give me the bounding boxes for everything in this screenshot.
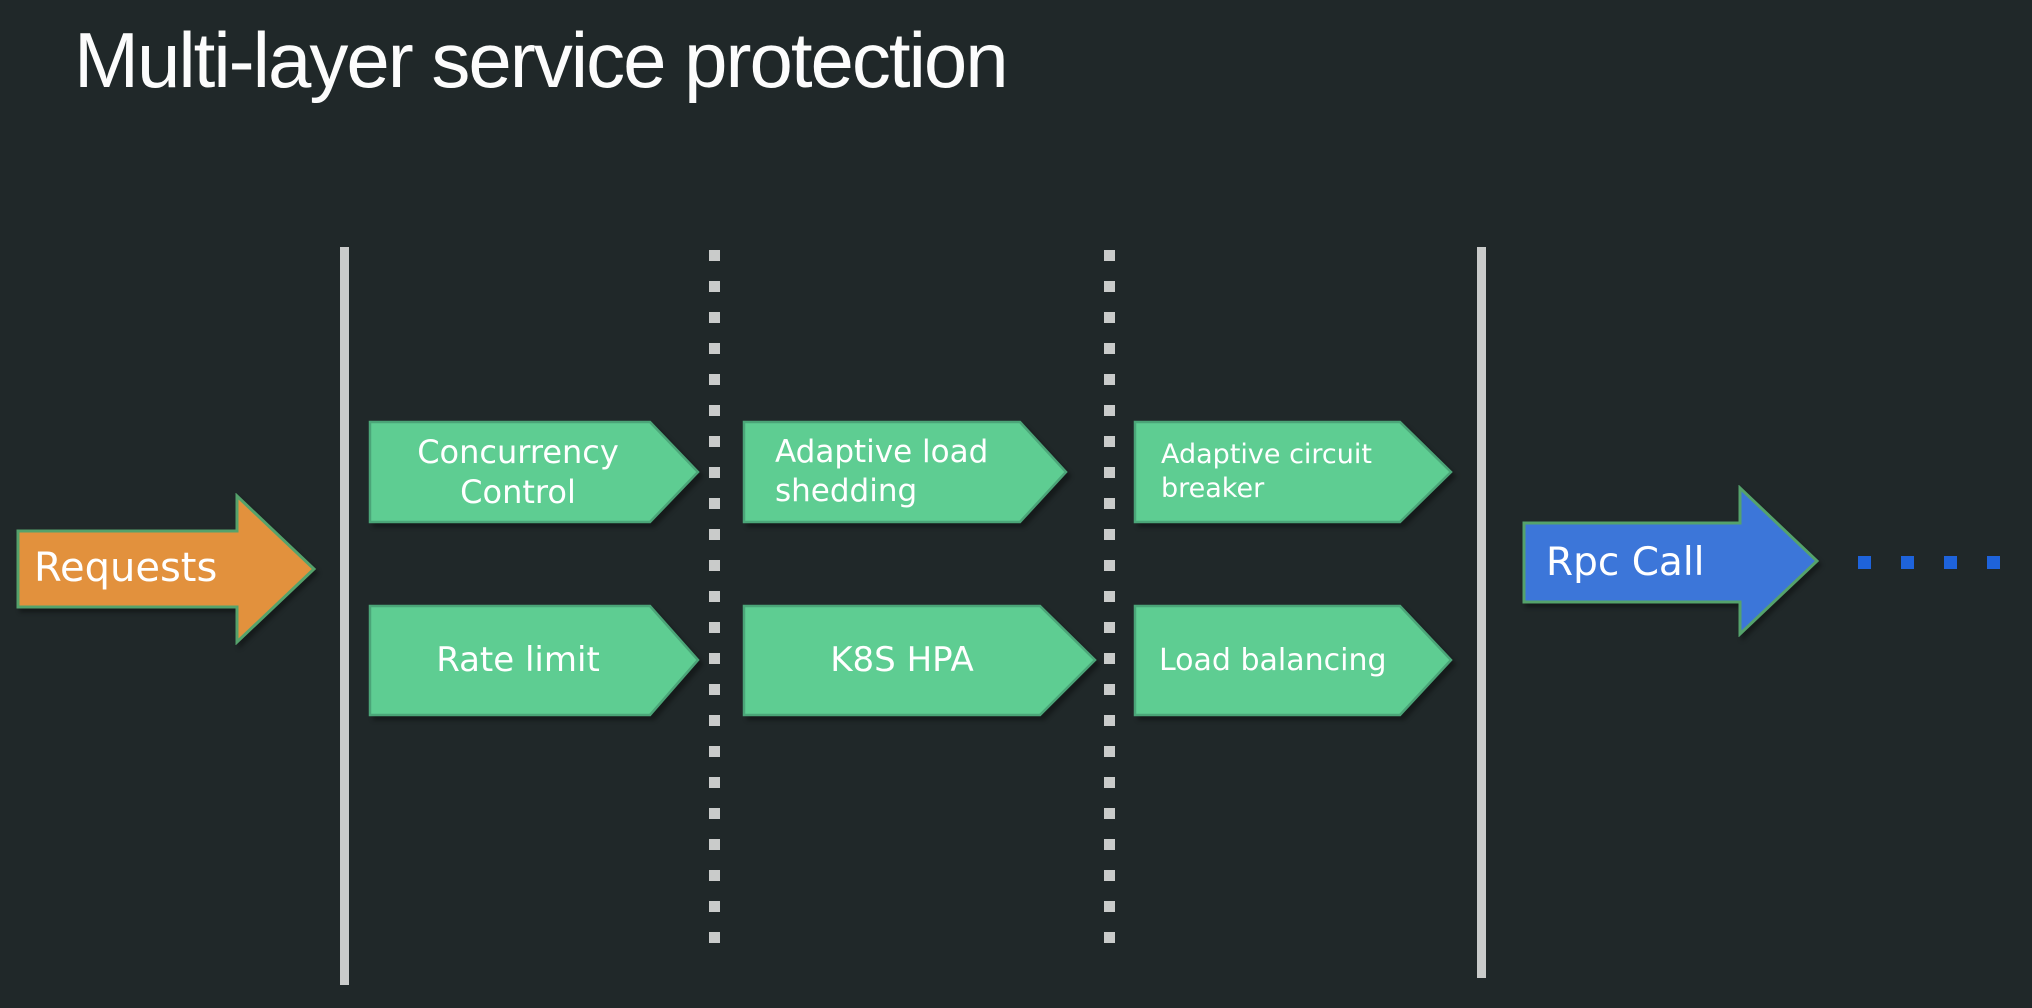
box-label: Adaptive load shedding bbox=[775, 434, 989, 509]
slide-title: Multi-layer service protection bbox=[74, 16, 1009, 104]
box-label: Rate limit bbox=[436, 640, 600, 681]
layer-boundary-left-line bbox=[340, 247, 349, 985]
rpc-call-arrow-label: Rpc Call bbox=[1546, 540, 1705, 585]
requests-arrow-label: Requests bbox=[34, 545, 218, 591]
rpc-call-arrow: Rpc Call bbox=[1522, 485, 1820, 637]
requests-arrow: Requests bbox=[16, 493, 318, 645]
box-label: Load balancing bbox=[1159, 642, 1387, 678]
continuation-dots-icon bbox=[1858, 556, 2008, 569]
box-concurrency-control: Concurrency Control bbox=[368, 420, 700, 524]
arrow-box-shape bbox=[1133, 604, 1453, 717]
box-label: Concurrency Control bbox=[417, 433, 619, 511]
arrow-box-shape bbox=[368, 420, 700, 524]
box-rate-limit: Rate limit bbox=[368, 604, 700, 717]
layer-divider-dotted-2 bbox=[1104, 250, 1115, 962]
arrow-box-shape bbox=[742, 420, 1068, 524]
box-label: Adaptive circuit breaker bbox=[1161, 439, 1372, 504]
layer-divider-dotted-1 bbox=[709, 250, 720, 962]
arrow-box-shape bbox=[368, 604, 700, 717]
box-label: K8S HPA bbox=[830, 640, 974, 681]
arrow-box-shape bbox=[742, 604, 1097, 717]
arrow-box-shape bbox=[1133, 420, 1453, 524]
box-load-balancing: Load balancing bbox=[1133, 604, 1453, 717]
box-adaptive-load-shedding: Adaptive load shedding bbox=[742, 420, 1068, 524]
layer-boundary-right-line bbox=[1477, 247, 1486, 978]
right-arrow-icon bbox=[16, 493, 317, 645]
right-arrow-icon bbox=[1522, 485, 1820, 637]
box-k8s-hpa: K8S HPA bbox=[742, 604, 1097, 717]
box-adaptive-circuit-breaker: Adaptive circuit breaker bbox=[1133, 420, 1453, 524]
